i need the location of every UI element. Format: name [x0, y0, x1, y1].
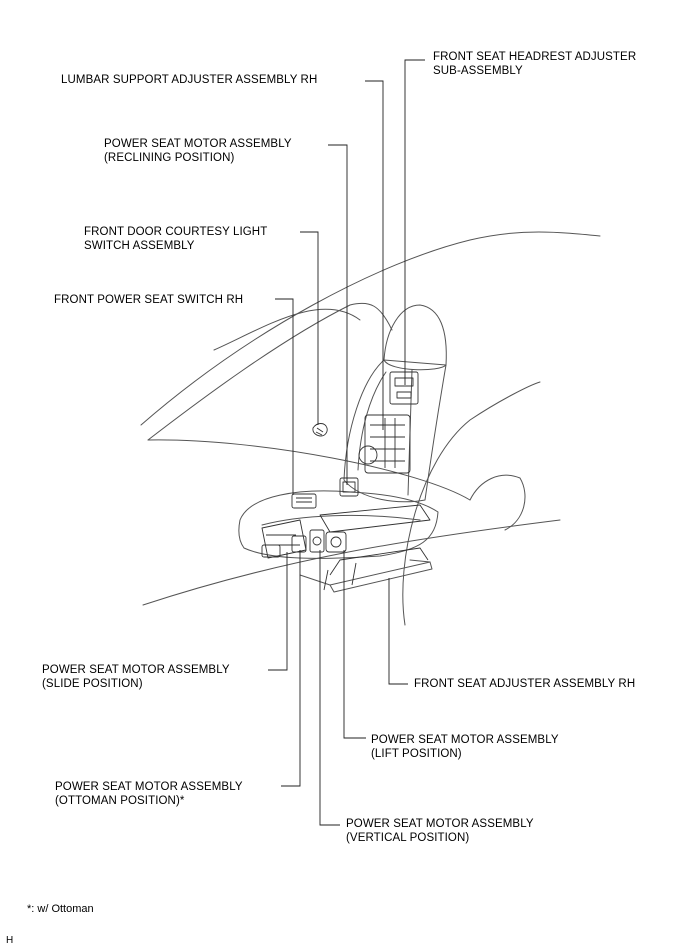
windshield-line — [147, 302, 393, 441]
label-headrest-adjuster: FRONT SEAT HEADREST ADJUSTER SUB-ASSEMBL… — [433, 51, 637, 77]
a-pillar — [213, 308, 361, 351]
roof-line — [140, 231, 601, 426]
label-power-seat-switch: FRONT POWER SEAT SWITCH RH — [54, 294, 244, 306]
leader-slide — [268, 552, 288, 671]
footnote: *: w/ Ottoman — [27, 903, 94, 915]
headrest — [383, 304, 447, 371]
seat-rail — [329, 561, 433, 593]
rear-pillar — [469, 474, 526, 531]
label-seat-adjuster: FRONT SEAT ADJUSTER ASSEMBLY RH — [414, 678, 636, 690]
floor-line — [142, 519, 561, 606]
leader-switch — [275, 298, 294, 495]
leader-reclining — [328, 144, 348, 485]
leader-lift — [343, 550, 366, 739]
leader-courtesy — [300, 231, 319, 425]
label-courtesy-light-switch: FRONT DOOR COURTESY LIGHT SWITCH ASSEMBL… — [84, 226, 268, 252]
door-line — [402, 381, 541, 626]
label-vertical-motor: POWER SEAT MOTOR ASSEMBLY (VERTICAL POSI… — [346, 818, 534, 844]
dash-line — [147, 439, 471, 501]
label-lumbar-support: LUMBAR SUPPORT ADJUSTER ASSEMBLY RH — [61, 74, 318, 86]
leader-lumbar — [365, 80, 384, 430]
leader-ottoman — [281, 550, 301, 787]
seatback-outer — [343, 359, 447, 503]
label-slide-motor: POWER SEAT MOTOR ASSEMBLY (SLIDE POSITIO… — [42, 664, 230, 690]
leader-vertical — [319, 550, 340, 826]
label-lift-motor: POWER SEAT MOTOR ASSEMBLY (LIFT POSITION… — [371, 734, 559, 760]
leader-headrest — [404, 59, 425, 385]
seat-cushion — [238, 490, 439, 559]
leader-adjuster — [388, 578, 408, 685]
label-ottoman-motor: POWER SEAT MOTOR ASSEMBLY (OTTOMAN POSIT… — [55, 781, 243, 807]
illustration-code: H — [6, 935, 14, 946]
label-reclining-motor: POWER SEAT MOTOR ASSEMBLY (RECLINING POS… — [104, 138, 292, 164]
